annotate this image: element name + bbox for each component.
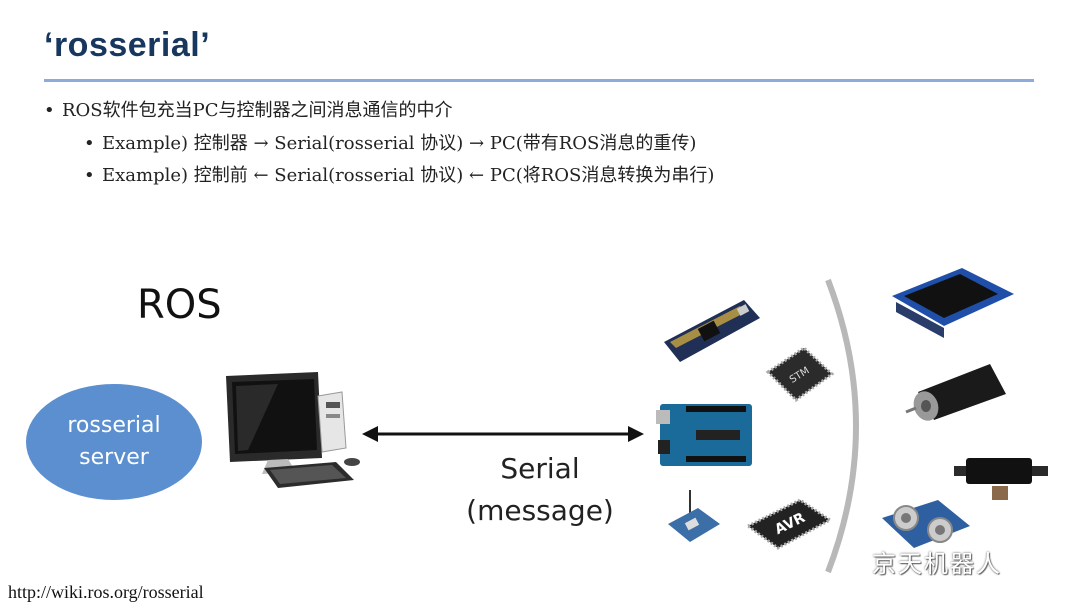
bullet-dot-icon: • bbox=[84, 133, 95, 154]
serial-label: Serial (message) bbox=[420, 448, 660, 532]
bullet-text: ROS软件包充当PC与控制器之间消息通信的中介 bbox=[62, 100, 453, 121]
separator-bracket-icon bbox=[825, 278, 859, 574]
bullet-text: Example) 控制前 ← Serial(rosserial 协议) ← PC… bbox=[102, 165, 715, 186]
rosserial-server-node: rosserial server bbox=[26, 384, 202, 500]
bullet-dot-icon: • bbox=[44, 100, 55, 121]
title-underline bbox=[44, 79, 1034, 82]
sub-bullet-item: • Example) 控制前 ← Serial(rosserial 协议) ← P… bbox=[84, 161, 714, 187]
server-label-line2: server bbox=[79, 445, 149, 470]
dc-motor-icon bbox=[905, 364, 1006, 421]
desktop-computer-icon bbox=[226, 372, 360, 488]
source-url-link[interactable]: http://wiki.ros.org/rosserial bbox=[8, 582, 204, 602]
slide-title: ‘rosserial’ bbox=[44, 26, 211, 64]
arduino-board-icon bbox=[656, 404, 752, 466]
watermark-text: 京天机器人 bbox=[872, 550, 1002, 578]
ultrasonic-sensor-icon bbox=[882, 500, 970, 548]
bullet-text: Example) 控制器 → Serial(rosserial 协议) → PC… bbox=[102, 133, 697, 154]
bidirectional-arrow-icon bbox=[362, 426, 644, 442]
sub-bullet-item: • Example) 控制器 → Serial(rosserial 协议) → P… bbox=[84, 129, 696, 155]
xbee-module-icon bbox=[668, 490, 720, 542]
stm-chip-icon: STM bbox=[765, 346, 835, 402]
distance-sensor-icon bbox=[954, 458, 1048, 500]
mbed-board-icon bbox=[664, 300, 760, 362]
serial-label-line2: (message) bbox=[466, 494, 614, 527]
bullet-dot-icon: • bbox=[84, 165, 95, 186]
avr-chip-icon: AVR bbox=[745, 498, 833, 550]
ros-label: ROS bbox=[137, 282, 222, 328]
server-label-line1: rosserial bbox=[67, 413, 161, 438]
bullet-item: • ROS软件包充当PC与控制器之间消息通信的中介 bbox=[44, 96, 453, 122]
lcd-display-icon bbox=[892, 268, 1014, 338]
serial-label-line1: Serial bbox=[500, 452, 580, 485]
